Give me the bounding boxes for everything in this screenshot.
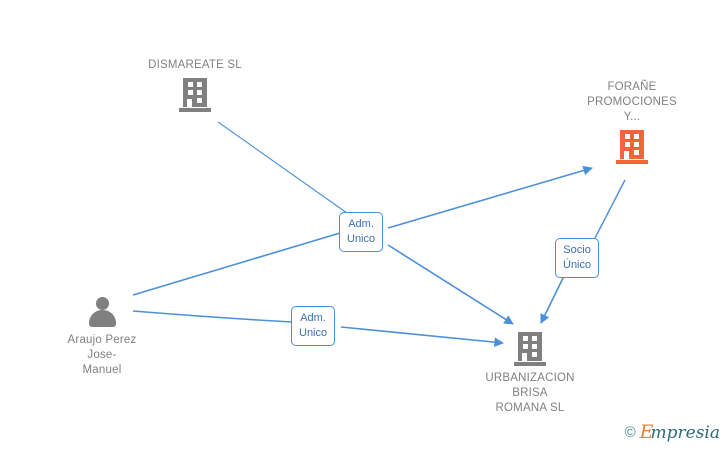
node-urbanizacion-brisa-romana[interactable]: URBANIZACION BRISA ROMANA SL [450, 332, 610, 416]
building-icon [514, 332, 546, 366]
node-araujo-perez-jose-manuel[interactable]: Araujo Perez Jose- Manuel [22, 296, 182, 378]
edge-dismareate-to-label [217, 121, 348, 214]
edge-socio-label-to-urbanizacion [540, 273, 566, 324]
edge-forane-to-socio-label [593, 179, 626, 241]
edge-label-to-urbanizacion [387, 244, 514, 325]
copyright-icon: © [624, 424, 636, 441]
node-label-dismareate: DISMAREATE SL [148, 59, 242, 71]
node-forane[interactable]: FORAÑE PROMOCIONES Y... [552, 80, 712, 164]
edge-label-adm-unico-bottom[interactable]: Adm. Unico [291, 306, 336, 346]
node-label-urbanizacion: URBANIZACION BRISA ROMANA SL [485, 372, 575, 414]
edge-label-bottom-to-urbanizacion [340, 326, 504, 347]
brand-initial: E [639, 421, 654, 443]
edge-label-to-forane [387, 165, 593, 229]
edge-label-socio-unico[interactable]: Socio Único [555, 238, 600, 278]
building-icon [179, 78, 211, 112]
edge-araujo-to-label-bottom [132, 310, 293, 323]
node-label-araujo: Araujo Perez Jose- Manuel [67, 334, 137, 376]
node-dismareate[interactable]: DISMAREATE SL [115, 58, 275, 112]
node-label-forane: FORAÑE PROMOCIONES Y... [587, 81, 677, 123]
edge-araujo-to-label-top [132, 232, 341, 296]
building-icon [616, 130, 648, 164]
empresia-watermark: © E mpresia [625, 423, 720, 442]
brand-name: mpresia [650, 423, 721, 443]
person-icon [85, 296, 119, 328]
edge-label-adm-unico-top[interactable]: Adm. Unico [339, 205, 388, 252]
